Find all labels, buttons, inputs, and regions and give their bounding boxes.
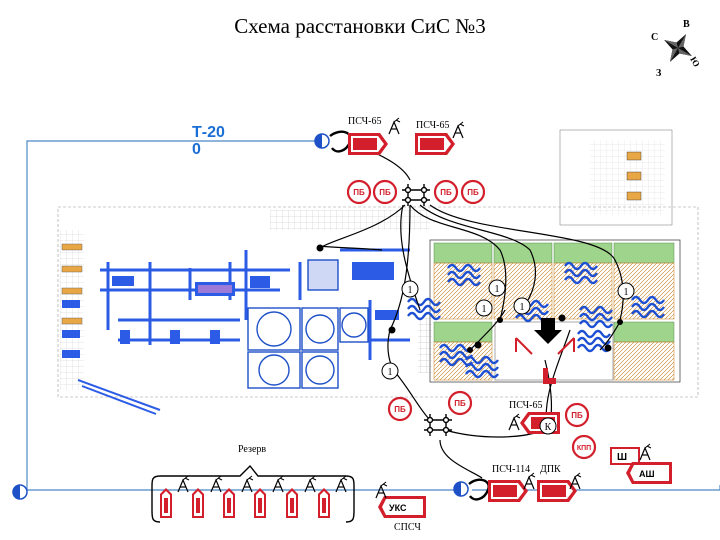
pb-badge: ПБ	[387, 396, 413, 422]
dpk-vehicle-icon	[537, 480, 577, 502]
pb-badge: ПБ	[447, 390, 473, 416]
crew-bottom-icon	[523, 472, 536, 490]
position-marker: 1	[475, 299, 493, 317]
pb-badge-label: ПБ	[353, 188, 365, 197]
branch-manifold-bottom	[424, 414, 452, 436]
kpp-badge-label: КПП	[577, 445, 591, 452]
flag-marker	[543, 368, 556, 384]
reserve-label: Резерв	[238, 444, 266, 455]
crew-sh-icon	[639, 443, 652, 461]
suction-hose-top	[329, 130, 352, 153]
pb-badge: ПБ	[346, 179, 372, 205]
pb-badge: ПБ	[460, 179, 486, 205]
position-marker-label: 1	[482, 304, 487, 315]
engine-top-right-label: ПСЧ-65	[416, 120, 449, 131]
hydrant-bottom-left-icon	[12, 484, 28, 500]
position-marker-label: 1	[408, 285, 413, 296]
branch-manifold-top	[402, 184, 430, 206]
plant-layout	[57, 129, 699, 415]
crew-top-left-icon	[388, 117, 401, 135]
attack-direction-arrow	[534, 318, 562, 344]
compass-south: Ю	[688, 55, 702, 69]
pb-badge-label: ПБ	[571, 411, 583, 420]
compass-rose	[664, 34, 692, 62]
compass-north: С	[651, 32, 658, 43]
position-marker: 1	[381, 362, 399, 380]
position-marker: 1	[488, 279, 506, 297]
pb-badge: ПБ	[372, 179, 398, 205]
position-marker-label: 1	[388, 367, 393, 378]
hydrant-bottom-mid-icon	[453, 481, 469, 497]
engine-top-left-label: ПСЧ-65	[348, 116, 381, 127]
ash-label: АШ	[639, 469, 655, 479]
uks-vehicle: УКС	[378, 496, 426, 518]
compass-west: З	[656, 68, 661, 79]
pb-badge-label: ПБ	[454, 399, 466, 408]
pb-badge: ПБ	[564, 402, 590, 428]
page-title: Схема расстановки СиС №3	[234, 14, 486, 38]
compass-east: В	[683, 19, 690, 30]
pb-badge-label: ПБ	[467, 188, 479, 197]
reserve-group	[151, 464, 355, 523]
hydrant-t200-label: Т-200	[192, 124, 225, 158]
kpp-badge: КПП	[571, 434, 597, 460]
engine-top-left-icon	[348, 133, 388, 155]
pb-badge-label: ПБ	[440, 188, 452, 197]
position-marker: 1	[617, 282, 635, 300]
pb-badge-label: ПБ	[394, 405, 406, 414]
ash-vehicle: АШ	[626, 462, 672, 484]
position-marker-label: 1	[495, 284, 500, 295]
engine-bottom-icon	[488, 480, 528, 502]
crew-top-right-icon	[452, 121, 465, 139]
k-marker: К	[539, 417, 557, 435]
position-marker-label: 1	[624, 287, 629, 298]
pb-badge-label: ПБ	[379, 188, 391, 197]
engine-middle-label: ПСЧ-65	[509, 400, 542, 411]
k-marker-label: К	[545, 422, 552, 433]
uks-label: УКС	[389, 503, 407, 513]
position-marker-label: 1	[520, 302, 525, 313]
position-marker: 1	[401, 280, 419, 298]
engine-bottom-label: ПСЧ-114	[492, 464, 530, 475]
position-marker: 1	[513, 297, 531, 315]
spsch-label: СПСЧ	[394, 522, 421, 533]
arrow-right-outline	[557, 337, 575, 355]
arrow-left-outline	[515, 337, 533, 355]
crew-middle-icon	[508, 413, 521, 431]
sh-label: Ш	[617, 452, 627, 463]
engine-top-right-icon	[415, 133, 455, 155]
sh-sign: Ш	[610, 447, 640, 465]
hydrant-top-icon	[314, 133, 330, 149]
dpk-label: ДПК	[540, 464, 561, 475]
pb-badge: ПБ	[433, 179, 459, 205]
